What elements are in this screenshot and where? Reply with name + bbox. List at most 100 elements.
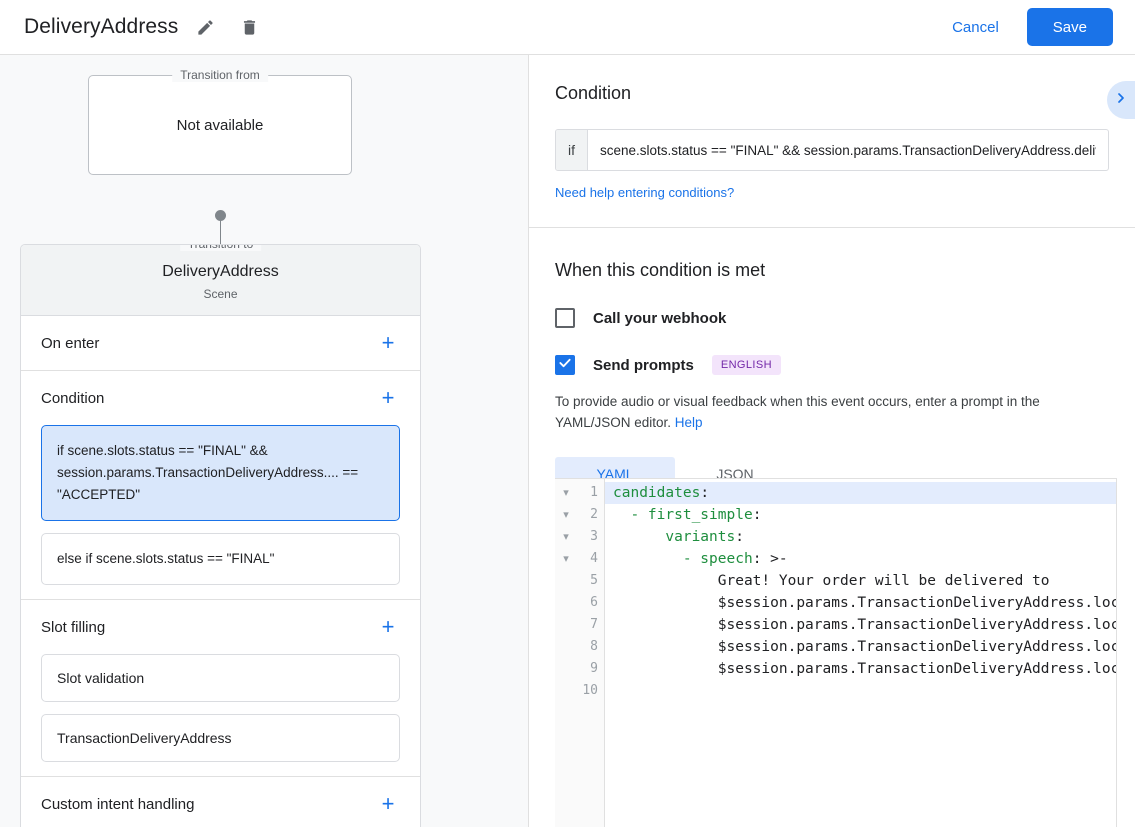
editor-help-link[interactable]: Help [674,415,703,430]
main-content: Transition from Not available Transition… [0,55,1135,827]
transition-from-legend: Transition from [172,68,268,82]
scene-card-header: Transition to DeliveryAddress Scene [21,245,420,316]
yaml-key: variants [613,529,736,545]
webhook-row: Call your webhook [555,308,1109,328]
save-button[interactable]: Save [1026,8,1113,46]
fold-spacer [555,570,577,592]
section-condition: Condition + if scene.slots.status == "FI… [21,371,420,600]
section-title-condition: Condition [41,389,105,407]
send-prompts-label: Send prompts [593,356,694,374]
section-slot-filling: Slot filling + Slot validation Transacti… [21,600,420,777]
code-line[interactable]: $session.params.TransactionDeliveryAddre… [605,614,1116,636]
fold-spacer [555,680,577,702]
editor-fold-gutter[interactable]: ▾ ▾ ▾ ▾ [555,479,577,827]
language-badge: ENGLISH [711,355,781,375]
code-line[interactable]: $session.params.TransactionDeliveryAddre… [605,592,1116,614]
add-slot-filling-button[interactable]: + [381,614,395,639]
yaml-text: $session.params.TransactionDeliveryAddre… [717,595,1116,611]
section-header-condition[interactable]: Condition + [21,371,420,425]
top-app-bar: DeliveryAddress Cancel Save [0,0,1135,55]
line-number: 3 [590,529,598,544]
line-number: 7 [590,617,598,632]
condition-card[interactable]: else if scene.slots.status == "FINAL" [41,533,400,585]
cancel-button[interactable]: Cancel [938,11,1013,44]
fold-spacer [555,636,577,658]
code-line[interactable]: - first_simple: [605,504,1116,526]
editor-help-text: To provide audio or visual feedback when… [555,391,1109,433]
fold-toggle-icon[interactable]: ▾ [563,553,569,565]
checkmark-icon [558,356,572,375]
condition-help-link[interactable]: Need help entering conditions? [555,185,735,200]
line-number: 4 [590,551,598,566]
slot-filling-list: Slot validation TransactionDeliveryAddre… [21,654,420,776]
code-line[interactable]: Great! Your order will be delivered to [605,570,1116,592]
condition-list: if scene.slots.status == "FINAL" && sess… [21,425,420,599]
fold-spacer [555,614,577,636]
transition-from-value: Not available [176,116,264,134]
yaml-punct: : [700,485,710,501]
yaml-text: Great! Your order will be delivered to [613,573,1050,589]
fold-toggle-icon[interactable]: ▾ [563,487,569,499]
yaml-key: - first_simple [613,507,753,523]
fold-toggle-icon[interactable]: ▾ [563,531,569,543]
code-line[interactable]: $session.params.TransactionDeliveryAddre… [605,636,1116,658]
section-header-slot-filling[interactable]: Slot filling + [21,600,420,654]
slot-card-validation[interactable]: Slot validation [41,654,400,702]
line-number: 2 [590,507,598,522]
section-divider [529,227,1135,228]
code-line[interactable]: $session.params.TransactionDeliveryAddre… [605,658,1116,680]
slot-card-transaction-delivery-address[interactable]: TransactionDeliveryAddress [41,714,400,762]
condition-input-row: if [555,129,1109,171]
delete-button[interactable] [232,10,266,44]
chevron-right-icon [1113,90,1129,111]
scene-type: Scene [203,287,238,301]
section-title-on-enter: On enter [41,334,100,352]
call-webhook-label: Call your webhook [593,309,727,327]
send-prompts-row: Send prompts ENGLISH [555,355,1109,375]
section-header-custom-intent-handling[interactable]: Custom intent handling + [21,777,420,827]
when-condition-met-section: When this condition is met Call your web… [529,228,1135,491]
code-line[interactable]: variants: [605,526,1116,548]
transition-from-box: Transition from Not available [88,68,352,175]
section-title-slot-filling: Slot filling [41,618,106,636]
yaml-punct: : [752,507,762,523]
condition-section: Condition if Need help entering conditio… [529,55,1135,202]
trash-icon [240,18,259,37]
add-condition-button[interactable]: + [381,385,395,410]
yaml-punct: : [735,529,744,545]
line-number: 9 [590,661,598,676]
line-number: 5 [590,573,598,588]
line-number: 1 [590,485,598,500]
transition-to-legend: Transition to [179,245,262,251]
yaml-text: $session.params.TransactionDeliveryAddre… [717,639,1116,655]
add-custom-intent-button[interactable]: + [381,791,395,816]
yaml-text: $session.params.TransactionDeliveryAddre… [717,661,1116,677]
condition-input[interactable] [588,130,1108,170]
send-prompts-checkbox[interactable] [555,355,575,375]
when-condition-met-title: When this condition is met [555,260,766,280]
scene-card: Transition to DeliveryAddress Scene On e… [20,244,421,827]
code-line[interactable]: candidates: [605,482,1116,504]
condition-section-title: Condition [555,83,632,103]
call-webhook-checkbox[interactable] [555,308,575,328]
page-title: DeliveryAddress [24,15,179,38]
section-on-enter: On enter + [21,316,420,371]
fold-toggle-icon[interactable]: ▾ [563,509,569,521]
yaml-key: - speech [613,551,753,567]
fold-spacer [555,658,577,680]
fold-spacer [555,592,577,614]
collapse-panel-button[interactable] [1107,81,1135,119]
edit-button[interactable] [188,10,222,44]
line-number: 8 [590,639,598,654]
scene-graph-pane: Transition from Not available Transition… [0,55,529,827]
yaml-text: $session.params.TransactionDeliveryAddre… [717,617,1116,633]
code-line[interactable] [605,680,1116,702]
section-header-on-enter[interactable]: On enter + [21,316,420,370]
code-line[interactable]: - speech: >- [605,548,1116,570]
add-on-enter-button[interactable]: + [381,330,395,355]
line-number: 6 [590,595,598,610]
editor-code-area[interactable]: candidates: - first_simple: variants: - … [605,479,1116,827]
condition-card-selected[interactable]: if scene.slots.status == "FINAL" && sess… [41,425,400,521]
